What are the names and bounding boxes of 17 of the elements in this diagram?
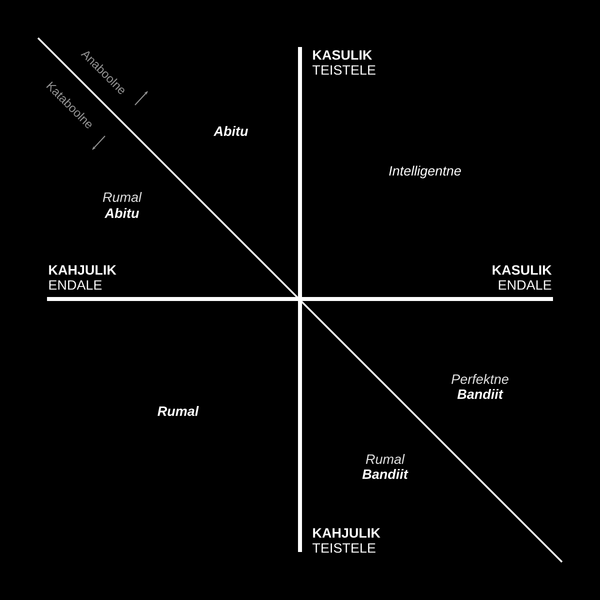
quadrant-label: Rumal (102, 192, 142, 202)
axis-label: KAHJULIK (313, 528, 380, 538)
quadrant-label: Bandiit (362, 469, 408, 479)
axis-label: ENDALE (498, 280, 552, 290)
quadrant-label: Bandiit (457, 389, 504, 399)
axis-label: KAHJULIK (49, 265, 116, 275)
axis-label: TEISTELE (312, 65, 376, 75)
axis-label: TEISTELE (312, 543, 376, 553)
quadrant-label: Perfektne (452, 374, 508, 384)
axis-label: KASULIK (492, 265, 552, 275)
axis-label: KASULIK (313, 50, 372, 60)
quadrant-label: Abitu (104, 208, 140, 218)
quadrant-label: Abitu (213, 126, 248, 136)
axis-label: ENDALE (49, 280, 102, 290)
quadrant-label: Rumal (158, 406, 199, 416)
quadrant-label: Rumal (366, 454, 405, 464)
quadrant-label: Intelligentne (389, 166, 461, 178)
